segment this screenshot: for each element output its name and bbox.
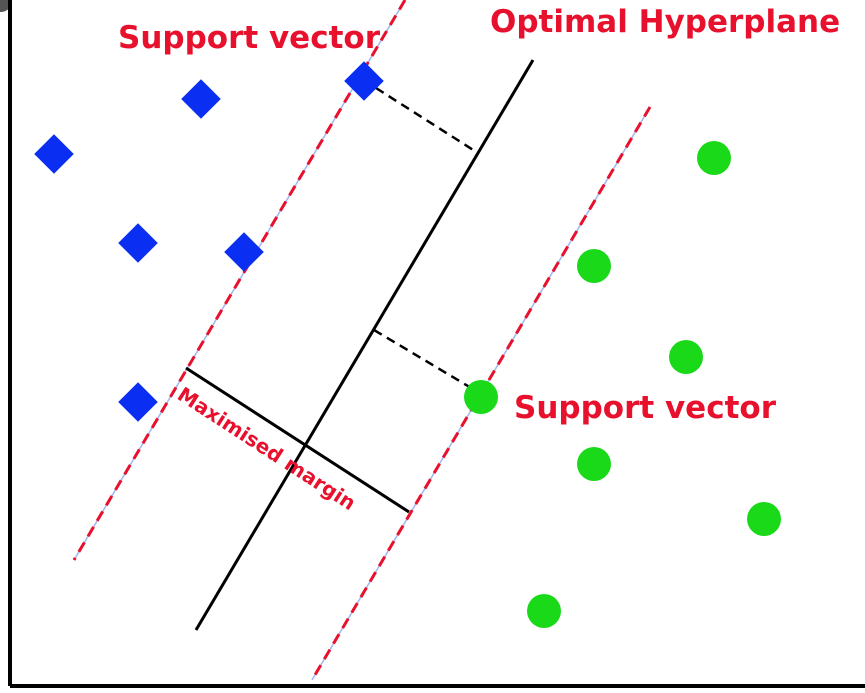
circle-icon	[747, 502, 781, 536]
diamond-icon	[118, 223, 158, 263]
circle-icon	[577, 249, 611, 283]
circle-icon	[464, 380, 498, 414]
support-vector-label-top: Support vector	[118, 20, 381, 56]
circle-icon	[669, 340, 703, 374]
distance-dash-top	[375, 86, 479, 155]
distance-dash-bottom	[373, 328, 479, 394]
margin-boundary-left	[72, 0, 407, 561]
diamond-icon	[34, 134, 74, 174]
optimal-hyperplane-line	[194, 59, 535, 631]
margin-measure-line	[185, 366, 410, 514]
circle-icon	[697, 141, 731, 175]
diamond-icon	[118, 382, 158, 422]
class-a-points	[34, 61, 384, 422]
diamond-icon	[181, 79, 221, 119]
circle-icon	[577, 447, 611, 481]
diamond-icon	[224, 232, 264, 272]
support-vector-label-right: Support vector	[514, 390, 777, 426]
optimal-hyperplane-label: Optimal Hyperplane	[490, 4, 840, 40]
circle-icon	[527, 594, 561, 628]
class-b-points	[464, 141, 781, 628]
